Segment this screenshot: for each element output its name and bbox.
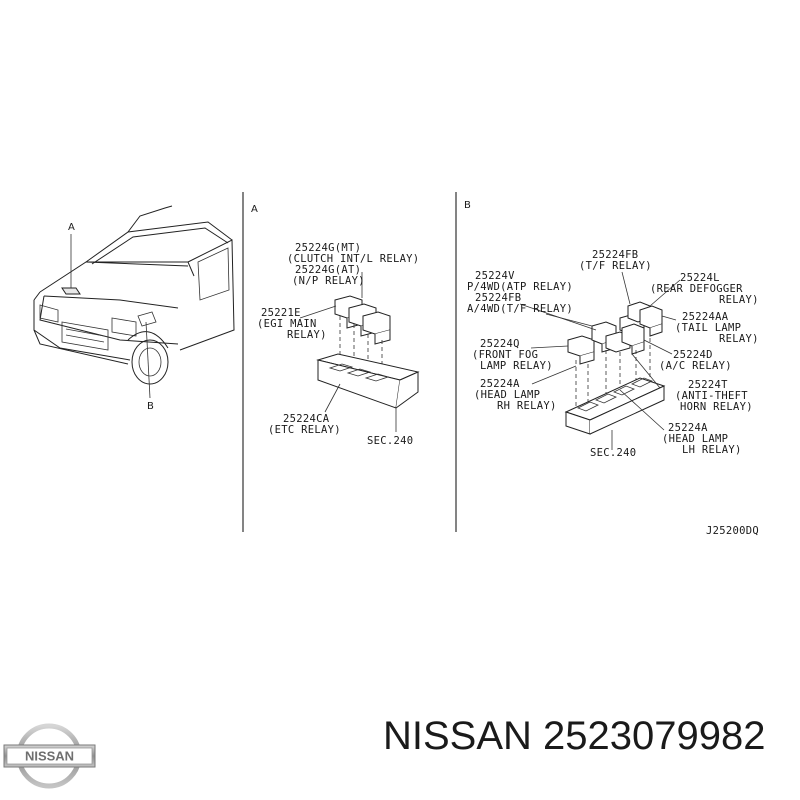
section-b-labels: 25224FB (T/F RELAY) 25224V P/4WD(ATP REL… — [467, 249, 759, 459]
logo-wordmark: NISSAN — [25, 749, 74, 764]
b-label-25224l: 25224L — [680, 272, 720, 284]
b-label-atp-relay: P/4WD(ATP RELAY) — [467, 281, 573, 293]
a-label-clutch-relay: (CLUTCH INT/L RELAY) — [287, 253, 419, 265]
b-label-tf-relay: A/4WD(T/F RELAY) — [467, 303, 573, 315]
a-label-etc-relay: (ETC RELAY) — [268, 424, 341, 436]
a-label-egi-main: (EGI MAIN — [257, 318, 317, 330]
section-b-relay-group — [519, 271, 681, 450]
b-label-25224fb-top: 25224FB — [592, 249, 638, 261]
a-label-egi-relay: RELAY) — [287, 329, 327, 341]
b-label-25224aa: 25224AA — [682, 311, 729, 323]
b-label-tf-relay-top: (T/F RELAY) — [579, 260, 652, 272]
section-a-letter: A — [251, 204, 258, 215]
b-label-fog-lamp-relay: LAMP RELAY) — [480, 360, 553, 372]
b-label-25224t: 25224T — [688, 379, 728, 391]
diagram-code: J25200DQ — [706, 525, 759, 537]
b-label-tail-lamp-relay: RELAY) — [719, 333, 759, 345]
b-label-ac-relay: (A/C RELAY) — [659, 360, 732, 372]
section-a-labels: 25224G(MT) (CLUTCH INT/L RELAY) 25224G(A… — [257, 242, 419, 447]
b-label-25224q: 25224Q — [480, 338, 520, 350]
b-label-25224a-rh: 25224A — [480, 378, 520, 390]
b-label-25224d: 25224D — [673, 349, 713, 361]
b-label-head-lamp-rh: (HEAD LAMP — [474, 389, 540, 401]
b-label-anti-theft: (ANTI-THEFT — [675, 390, 748, 402]
b-label-25224fb: 25224FB — [475, 292, 521, 304]
a-label-sec240: SEC.240 — [367, 435, 413, 447]
b-label-horn-relay: HORN RELAY) — [680, 401, 753, 413]
b-label-tail-lamp: (TAIL LAMP — [675, 322, 741, 334]
b-label-head-lamp-lh: (HEAD LAMP — [662, 433, 728, 445]
vehicle-illustration: A B — [33, 205, 235, 412]
b-label-front-fog: (FRONT FOG — [472, 349, 538, 361]
a-label-25224g-mt: 25224G(MT) — [295, 242, 361, 254]
b-label-sec240: SEC.240 — [590, 447, 636, 459]
b-label-rear-defogger: (REAR DEFOGGER — [650, 283, 743, 295]
a-label-25221e: 25221E — [261, 307, 301, 319]
b-label-lh-relay: LH RELAY) — [682, 444, 742, 456]
car-pointer-a: A — [68, 222, 75, 233]
section-a-relay-group — [299, 272, 420, 432]
b-label-rear-defogger-relay: RELAY) — [719, 294, 759, 306]
b-label-rh-relay: RH RELAY) — [497, 400, 557, 412]
car-pointer-b: B — [147, 401, 154, 412]
part-number-caption: NISSAN 2523079982 — [383, 714, 766, 758]
a-label-np-relay: (N/P RELAY) — [292, 275, 365, 287]
nissan-logo: NISSAN — [3, 723, 96, 789]
section-b-letter: B — [464, 200, 471, 211]
a-label-25224ca: 25224CA — [283, 413, 330, 425]
b-label-25224v: 25224V — [475, 270, 515, 282]
a-label-25224g-at: 25224G(AT) — [295, 264, 361, 276]
b-label-25224a-lh: 25224A — [668, 422, 708, 434]
